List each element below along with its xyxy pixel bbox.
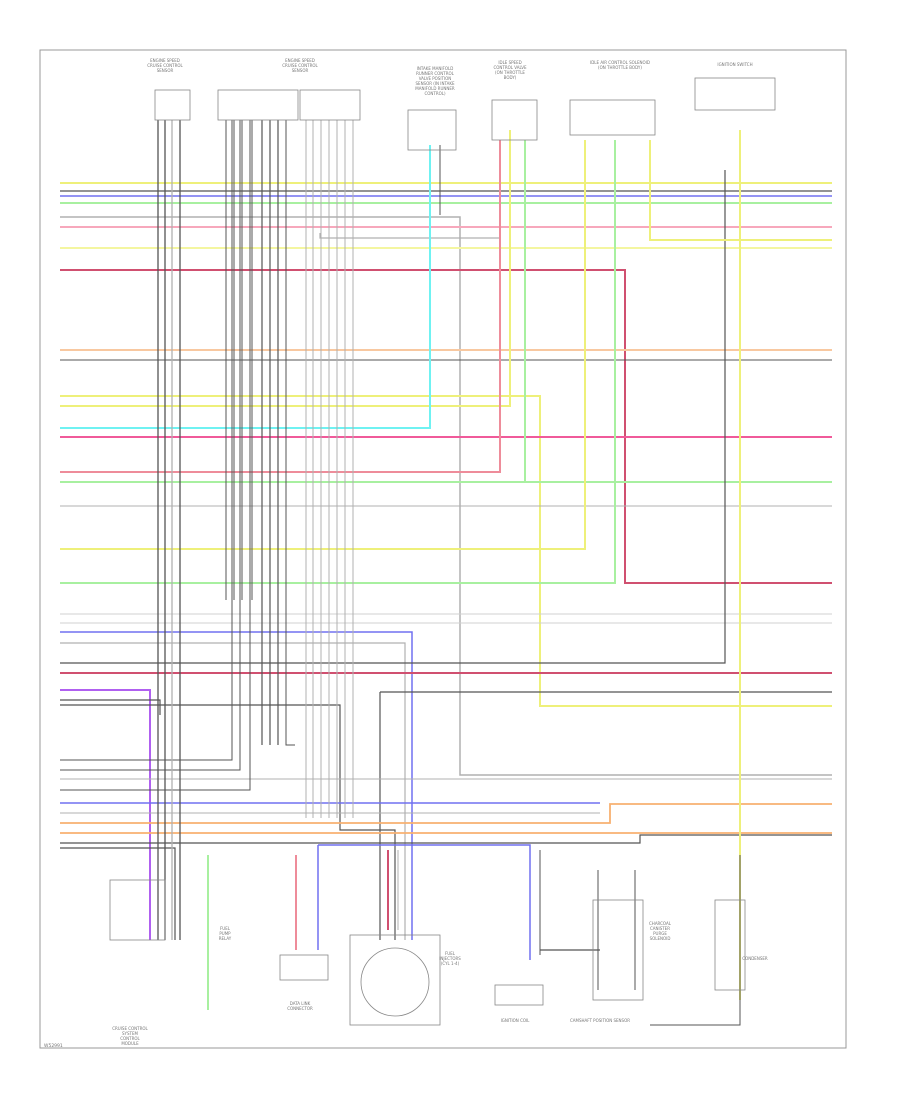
wire-40 [60, 834, 832, 844]
top-component-label: SENSOR (IN INTAKE [416, 81, 455, 86]
module-fuel-injectors [349, 934, 441, 1026]
wire-23 [60, 631, 413, 940]
top-component-label: CRUISE CONTROL [147, 63, 183, 68]
wire-38 [60, 803, 832, 824]
bottom-component-label: CANISTER [650, 926, 670, 931]
components-layer [109, 77, 776, 1026]
bottom-component-label: CONNECTOR [287, 1006, 313, 1011]
connector-engine-speed-sensor-2b [299, 89, 361, 121]
wire-32 [60, 120, 233, 761]
wire-41 [60, 847, 176, 940]
wire-20 [60, 140, 616, 584]
bottom-component-label: SYSTEM [122, 1031, 138, 1036]
connector-idle-air-solenoid [569, 99, 656, 136]
module-condenser [714, 899, 746, 991]
top-component-label: CONTROL VALVE [493, 65, 527, 70]
module-cruise-control [109, 879, 166, 941]
bottom-component-label: MODULE [121, 1041, 139, 1046]
wire-11 [60, 395, 832, 707]
module-purge-solenoid [592, 899, 644, 1001]
wire-4 [60, 216, 832, 776]
top-component-c6: IGNITION SWITCH [717, 62, 752, 67]
connector-idle-speed-valve [491, 99, 538, 141]
bottom-component-label: FUEL [445, 951, 456, 956]
top-component-label: MANIFOLD RUNNER [415, 86, 455, 91]
bottom-component-label: INJECTORS [439, 956, 461, 961]
diagram-border [39, 49, 847, 1049]
connector-engine-speed-sensor-1 [154, 89, 191, 121]
wire-62 [649, 140, 832, 241]
top-component-label: BODY) [504, 75, 517, 80]
wire-28 [60, 699, 161, 715]
top-component-label: RUNNER CONTROL [416, 71, 455, 76]
wire-12 [60, 130, 511, 407]
bottom-component-b8: CONDENSER [742, 956, 768, 961]
bottom-component-b7: CAMSHAFT POSITION SENSOR [570, 1018, 630, 1023]
bottom-component-label: PURGE [653, 931, 667, 936]
wire-35 [60, 120, 251, 791]
wire-15 [60, 140, 501, 473]
wire-6 [319, 233, 501, 242]
top-component-c5: IDLE AIR CONTROL SOLENOID(ON THROTTLE BO… [590, 60, 650, 70]
bottom-component-label: FUEL [220, 926, 231, 931]
top-component-label: (ON THROTTLE [495, 70, 525, 75]
wire-60 [285, 120, 295, 746]
top-component-label: ENGINE SPEED [150, 58, 180, 63]
top-component-label: ENGINE SPEED [285, 58, 315, 63]
wire-24 [60, 642, 406, 940]
bottom-component-label: (CYL 1-4) [441, 961, 460, 966]
top-component-label: IDLE SPEED [498, 60, 521, 65]
wire-67 [318, 844, 531, 960]
top-component-label: IGNITION SWITCH [717, 62, 752, 67]
wire-13 [60, 145, 431, 429]
bottom-component-b5: IGNITION COIL [501, 1018, 531, 1023]
wire-25 [60, 170, 726, 664]
top-component-label: INTAKE MANIFOLD [417, 66, 454, 71]
bottom-component-label: SOLENOID [650, 936, 671, 941]
top-component-label: (ON THROTTLE BODY) [598, 65, 642, 70]
figure-id: W52991 [44, 1043, 63, 1049]
bottom-component-label: IGNITION COIL [501, 1018, 531, 1023]
wire-19 [60, 140, 586, 550]
connector-data-link [279, 954, 329, 981]
connector-ignition-coil [494, 984, 544, 1006]
wire-33 [60, 120, 241, 771]
bottom-component-label: DATA LINK [290, 1001, 311, 1006]
connector-intake-manifold-valve [407, 109, 457, 151]
connector-ignition-switch [694, 77, 776, 111]
top-component-label: CONTROL) [424, 91, 446, 96]
bottom-component-label: CONDENSER [742, 956, 768, 961]
bottom-component-label: PUMP [219, 931, 231, 936]
distributor-icon [360, 947, 430, 1017]
top-component-label: VALVE POSITION [419, 76, 452, 81]
bottom-component-label: CRUISE CONTROL [112, 1026, 148, 1031]
bottom-component-label: RELAY [219, 936, 232, 941]
bottom-component-label: CHARCOAL [649, 921, 672, 926]
top-component-label: SENSOR [292, 68, 309, 73]
bottom-component-label: CAMSHAFT POSITION SENSOR [570, 1018, 630, 1023]
connector-engine-speed-sensor-2a [217, 89, 299, 121]
wire-74 [650, 855, 741, 1026]
top-component-label: IDLE AIR CONTROL SOLENOID [590, 60, 650, 65]
wire-31 [60, 704, 396, 940]
wire-8 [60, 269, 832, 584]
bottom-component-label: CONTROL [120, 1036, 140, 1041]
top-component-label: CRUISE CONTROL [282, 63, 318, 68]
wires-layer [60, 120, 832, 1026]
top-component-label: SENSOR [157, 68, 174, 73]
wire-27 [60, 689, 151, 940]
